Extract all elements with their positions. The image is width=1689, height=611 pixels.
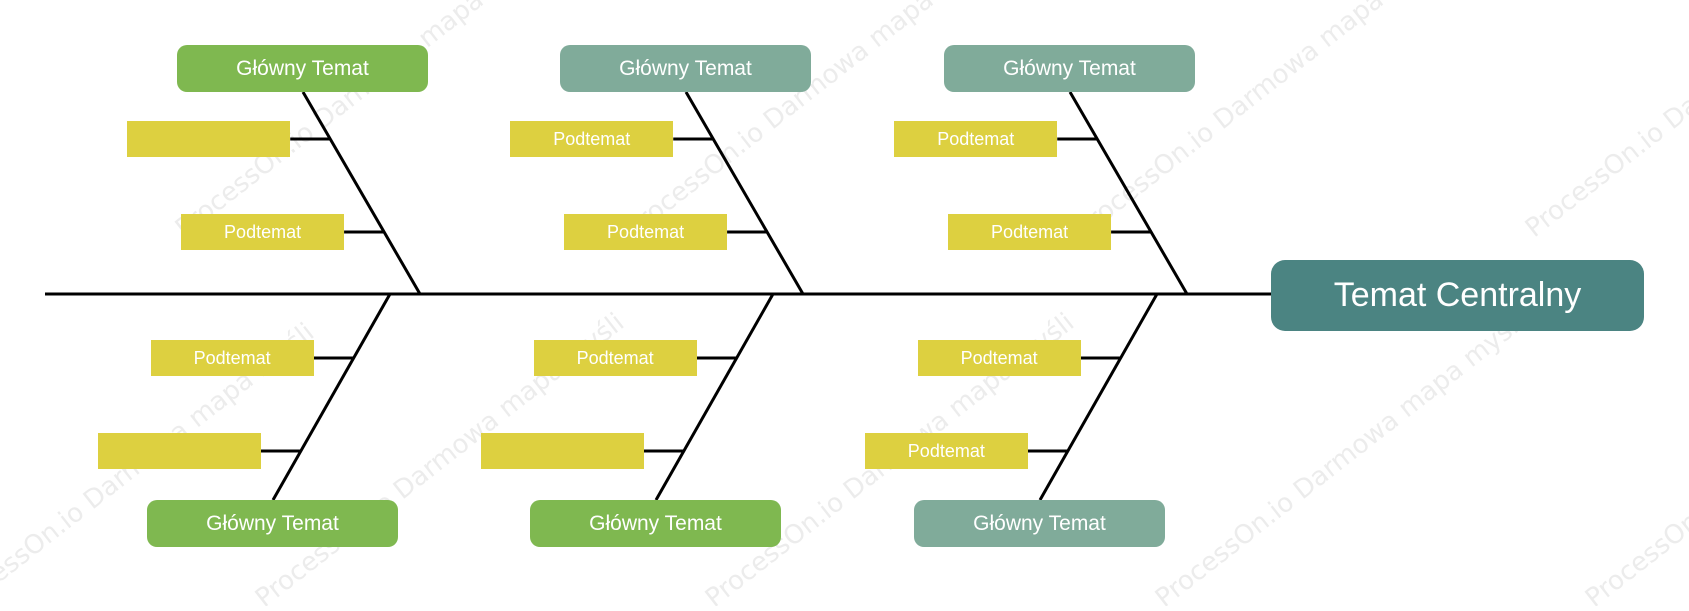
subtopic[interactable]: Podtemat	[894, 121, 1058, 157]
main-topic-bottom-1[interactable]: Główny Temat	[147, 500, 398, 547]
branch-bone-2	[684, 91, 805, 295]
branch-bone-4	[271, 293, 392, 501]
main-topic-top-2[interactable]: Główny Temat	[560, 45, 811, 92]
subtopic[interactable]: Podtemat	[917, 340, 1081, 376]
branch-bone-6	[1038, 293, 1159, 501]
subtopic[interactable]: Podtemat	[864, 433, 1028, 469]
main-topic-top-1[interactable]: Główny Temat	[177, 45, 428, 92]
subtopic[interactable]	[97, 433, 261, 469]
subtopic[interactable]: Podtemat	[150, 340, 314, 376]
subtopic[interactable]: Podtemat	[181, 214, 345, 250]
subtopic[interactable]: Podtemat	[564, 214, 728, 250]
subtopic[interactable]	[480, 433, 644, 469]
main-topic-bottom-3[interactable]: Główny Temat	[914, 500, 1165, 547]
subtopic[interactable]: Podtemat	[510, 121, 674, 157]
main-topic-bottom-2[interactable]: Główny Temat	[530, 500, 781, 547]
branch-bone-3	[1068, 91, 1189, 295]
main-topic-top-3[interactable]: Główny Temat	[944, 45, 1195, 92]
branch-bone-5	[654, 293, 775, 501]
branch-bone-1	[301, 91, 422, 295]
subtopic[interactable]: Podtemat	[948, 214, 1112, 250]
subtopic[interactable]	[127, 121, 291, 157]
central-topic[interactable]: Temat Centralny	[1271, 260, 1644, 331]
subtopic[interactable]: Podtemat	[533, 340, 697, 376]
